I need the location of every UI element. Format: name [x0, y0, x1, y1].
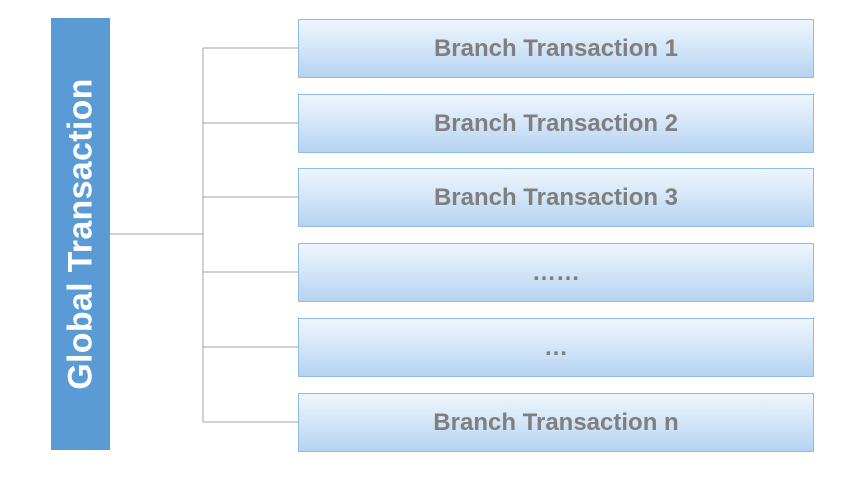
global-transaction-box: Global Transaction: [51, 18, 110, 450]
branch-transaction-box-ellipsis-long: ……: [298, 243, 814, 302]
branch-transaction-label: Branch Transaction 1: [433, 34, 679, 62]
branch-transaction-box-1: Branch Transaction 1: [298, 19, 814, 78]
branch-transaction-label: Branch Transaction n: [433, 408, 679, 436]
branch-transaction-box-3: Branch Transaction 3: [298, 168, 814, 227]
branch-transaction-label: Branch Transaction 2: [433, 109, 679, 137]
branch-transaction-label: Branch Transaction 3: [433, 183, 679, 211]
branch-transaction-box-ellipsis-short: …: [298, 318, 814, 377]
branch-transaction-label: …: [544, 333, 568, 361]
global-transaction-label: Global Transaction: [61, 78, 99, 390]
branch-transaction-box-n: Branch Transaction n: [298, 393, 814, 452]
branch-transaction-label: ……: [532, 258, 580, 286]
branch-transaction-box-2: Branch Transaction 2: [298, 94, 814, 153]
